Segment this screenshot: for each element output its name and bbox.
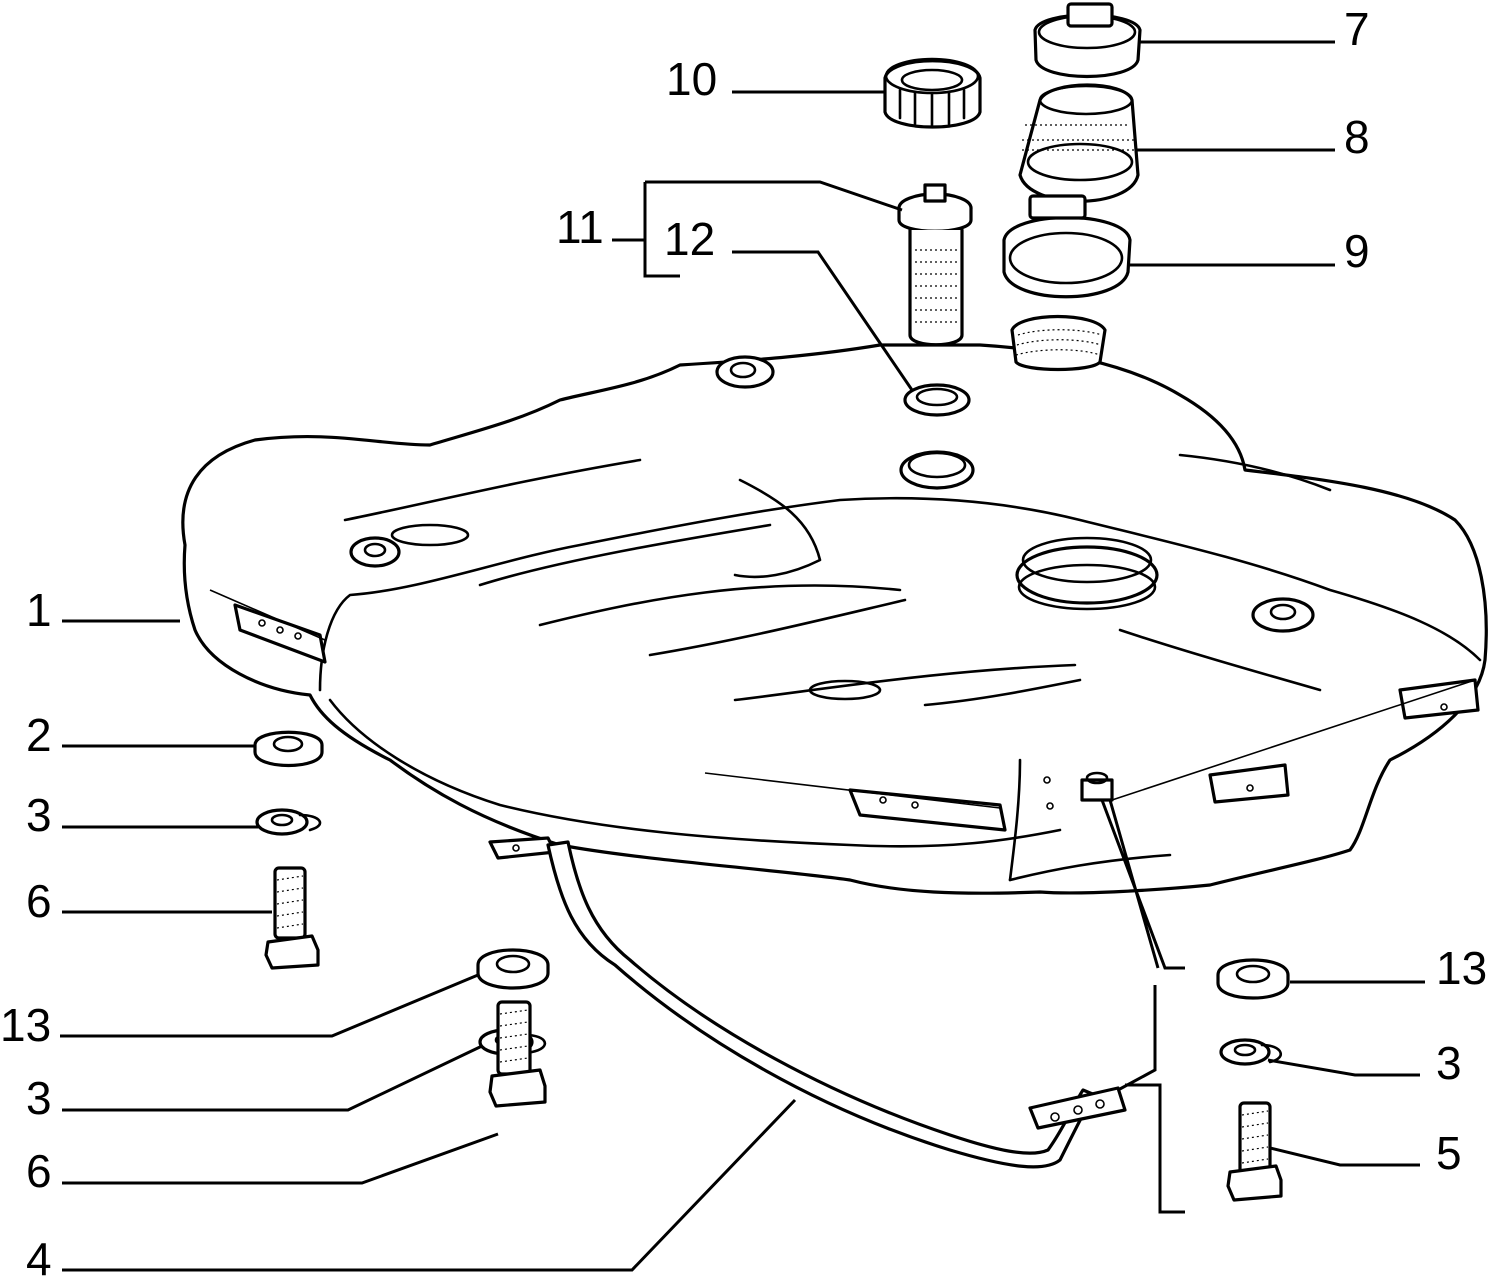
callout-3: 3 xyxy=(1436,1037,1462,1089)
leader-strap-bolt xyxy=(1100,799,1185,970)
fuel-tank xyxy=(181,315,1488,895)
callout-8: 8 xyxy=(1344,111,1370,163)
washer-2 xyxy=(253,730,324,767)
callout-10: 10 xyxy=(666,53,718,105)
sender-unit-11 xyxy=(897,183,973,347)
callout-13: 13 xyxy=(1436,942,1488,994)
bolt-6-lower-left xyxy=(488,1000,547,1108)
leader-5 xyxy=(1269,1146,1420,1167)
callout-12: 12 xyxy=(664,213,716,265)
washer-13-right xyxy=(1216,958,1290,1000)
hose-clamp-9 xyxy=(1002,194,1132,299)
callout-11: 11 xyxy=(556,201,604,253)
leader-3c xyxy=(1267,1058,1420,1077)
callout-2: 2 xyxy=(26,709,52,761)
callout-9: 9 xyxy=(1344,225,1370,277)
callout-7: 7 xyxy=(1344,3,1370,55)
leader-lines xyxy=(60,40,1425,1272)
ring-nut-10 xyxy=(883,57,982,129)
callout-5: 5 xyxy=(1436,1127,1462,1179)
bolt-5-right xyxy=(1226,1101,1283,1202)
leader-6b xyxy=(62,1132,499,1185)
leader-4 xyxy=(62,1098,797,1272)
callout-4: 4 xyxy=(26,1233,52,1285)
spring-washer-3-left xyxy=(255,808,322,836)
callout-6: 6 xyxy=(26,1145,52,1197)
leader-12 xyxy=(732,250,914,391)
callout-1: 1 xyxy=(26,584,52,636)
leader-13a xyxy=(60,973,479,1038)
callout-3: 3 xyxy=(26,789,52,841)
filler-hose-8 xyxy=(1018,83,1140,203)
callout-3: 3 xyxy=(26,1072,52,1124)
seal-12 xyxy=(903,383,971,417)
hose-clamp-7 xyxy=(1033,2,1142,79)
leader-strap-right xyxy=(1117,985,1185,1214)
callout-13: 13 xyxy=(0,999,52,1051)
callout-6: 6 xyxy=(26,875,52,927)
bolt-6-left xyxy=(264,866,320,970)
washer-13-left xyxy=(476,948,550,990)
spring-washer-3-right xyxy=(1219,1038,1282,1066)
tank-strap xyxy=(488,836,1127,1169)
leader-11 xyxy=(612,180,903,278)
leader-3b xyxy=(62,1044,483,1112)
